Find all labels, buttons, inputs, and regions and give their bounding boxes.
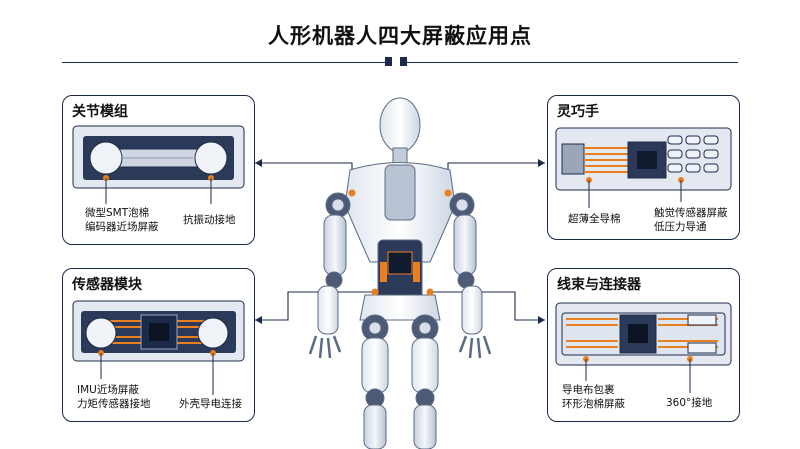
caption-hand-2: 触觉传感器屏蔽 低压力导通 xyxy=(654,206,728,234)
caption-harness-2: 360°接地 xyxy=(666,397,713,409)
joint-module-illustration xyxy=(72,125,245,204)
caption-sensor-2: 外壳导电连接 xyxy=(179,398,242,410)
caption-harness-1: 导电布包裹 环形泡棉屏蔽 xyxy=(562,383,625,411)
caption-joint-2: 抗振动接地 xyxy=(183,214,236,226)
caption-line: 触觉传感器屏蔽 xyxy=(654,207,728,219)
panel-title: 灵巧手 xyxy=(557,104,599,120)
caption-line: 编码器近场屏蔽 xyxy=(85,221,159,233)
harness-connector-illustration xyxy=(555,302,732,393)
panel-harness-connector: 线束与连接器 导电布包裹 环形泡棉屏蔽 360°接地 xyxy=(547,268,740,422)
panel-dexterous-hand: 灵巧手 超薄全导棉 触觉传感器屏蔽 低压力导通 xyxy=(547,95,740,240)
dexterous-hand-illustration xyxy=(555,127,732,208)
sensor-module-illustration xyxy=(72,300,245,395)
caption-line: 导电布包裹 xyxy=(562,384,615,396)
panel-title: 关节模组 xyxy=(72,104,128,120)
caption-line: 力矩传感器接地 xyxy=(77,398,151,410)
caption-sensor-1: IMU近场屏蔽 力矩传感器接地 xyxy=(77,383,151,411)
caption-line: IMU近场屏蔽 xyxy=(77,384,139,396)
panel-joint-module: 关节模组 微型SMT泡棉 编码器近场屏蔽 抗振动接地 xyxy=(62,95,255,245)
caption-line: 微型SMT泡棉 xyxy=(85,207,150,219)
caption-hand-1: 超薄全导棉 xyxy=(568,213,621,225)
caption-joint-1: 微型SMT泡棉 编码器近场屏蔽 xyxy=(85,206,159,234)
caption-line: 环形泡棉屏蔽 xyxy=(562,398,625,410)
caption-line: 低压力导通 xyxy=(654,221,707,233)
page-title: 人形机器人四大屏蔽应用点 xyxy=(268,24,532,48)
shield-point-markers xyxy=(348,189,452,296)
divider-ornament xyxy=(385,57,407,66)
panel-title: 线束与连接器 xyxy=(557,277,641,293)
panel-sensor-module: 传感器模块 IMU近场屏蔽 力矩传感器接地 外壳导电连接 xyxy=(62,268,255,422)
panel-title: 传感器模块 xyxy=(72,277,142,293)
humanoid-robot xyxy=(308,97,492,449)
